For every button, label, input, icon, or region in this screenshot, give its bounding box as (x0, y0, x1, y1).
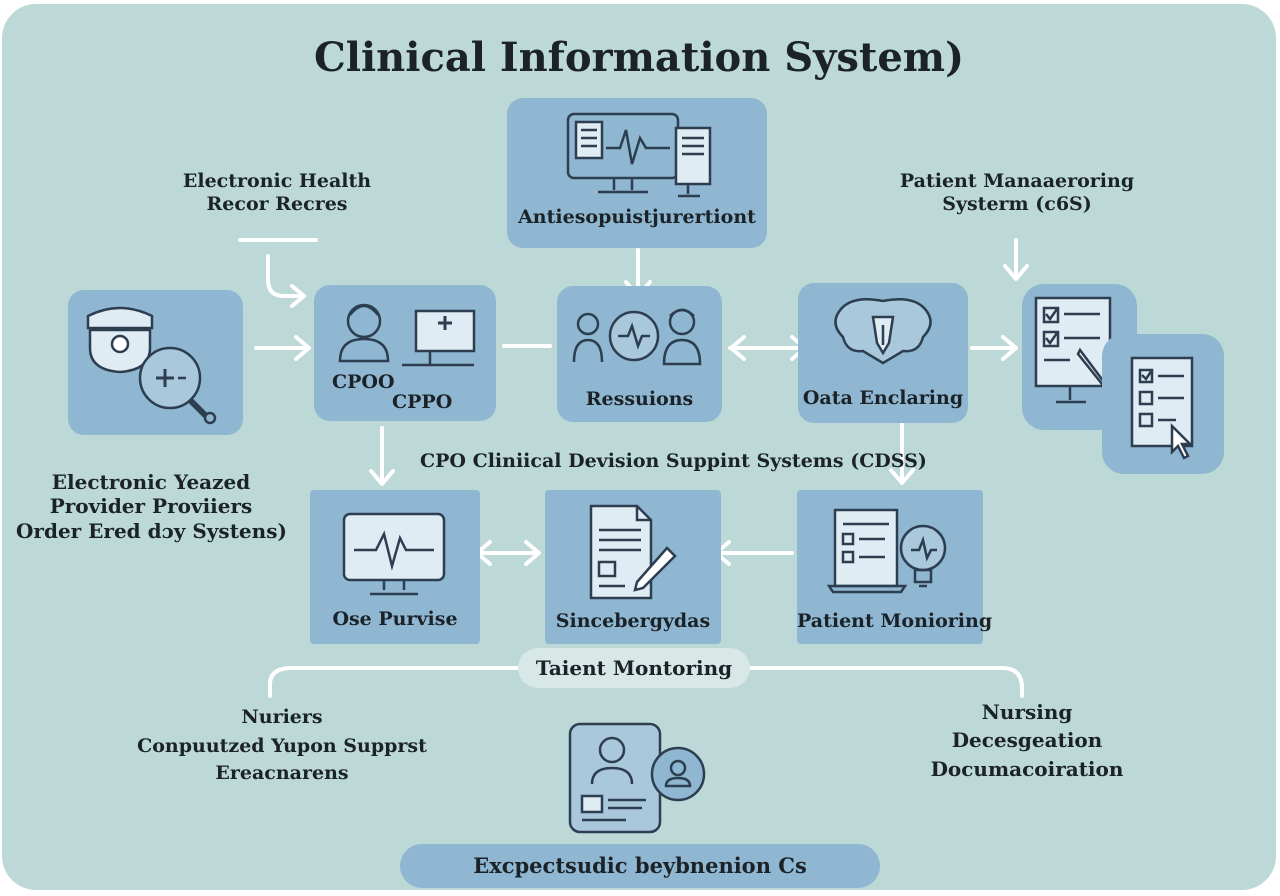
checklist-doc-box (1102, 334, 1224, 474)
ehr-label-line: Recor Recres (206, 193, 348, 216)
pms-label-line: Patient Manaaeroring (899, 170, 1135, 192)
ehr-label: Electronic Health Recor Recres (162, 170, 392, 216)
footer-pill: Excpectsudic beybnenion Cs Entesuation (400, 844, 880, 888)
patient-monioring-box: Patient Monioring (797, 490, 993, 644)
bracket-left (268, 666, 520, 698)
nursing-right-line: Nursing (981, 700, 1073, 724)
arrow-ehr-to-cpoo (266, 254, 304, 298)
nursing-left-label: Nuriers Conpuutzed Yupon Supprst Ereacna… (122, 706, 442, 786)
patient-monioring-label: Patient Monioring (797, 610, 993, 632)
cpoe-label-line: Electronic Yeazed (51, 470, 251, 494)
nursing-right-line: Documacoiration (930, 756, 1124, 781)
nursing-right-label: Nursing Decesgeation Documacoiration (902, 700, 1152, 781)
document-pen-icon (589, 504, 677, 600)
nursing-right-line: Decesgeation (951, 728, 1103, 753)
ressuions-label: Ressuions (585, 388, 694, 410)
sincebergydas-box: Sincebergydas (545, 490, 721, 644)
cdss-label: CPO Cliniical Devision Suppint Systems (… (420, 450, 927, 472)
checklist-monitor-icon (1034, 296, 1112, 404)
cpoo-label-b: CPPO (392, 391, 453, 413)
top-system-box: Antiesopuistjurertiont (507, 98, 767, 248)
cpoe-label-line: Order Ered dɔy Systens) (16, 518, 287, 543)
pms-label: Patient Manaaeroring Systerm (c6S) (892, 170, 1142, 216)
ehr-label-line: Electronic Health (182, 170, 372, 192)
cpoo-label-a: CPOO (332, 371, 395, 393)
nursing-left-line: Nuriers (241, 706, 323, 728)
physician-monitor-icon (338, 303, 476, 367)
checklist-doc-icon (1130, 356, 1194, 460)
diagram-title: Clinical Information System) (313, 34, 965, 81)
data-enclaring-box: Oata Enclaring (798, 283, 968, 423)
patient-id-card-icon (568, 722, 706, 834)
top-box-label: Antiesopuistjurertiont (518, 206, 756, 228)
ose-purvise-box: Ose Purvise (310, 490, 480, 644)
taient-montoring-pill: Taient Montoring (518, 648, 750, 688)
nursing-left-line: Ereacnarens (215, 762, 349, 785)
cpoo-box: CPOO CPPO (314, 285, 496, 421)
brain-pen-icon (834, 298, 932, 365)
bracket-right (748, 666, 1024, 698)
ose-purvise-label: Ose Purvise (332, 608, 458, 630)
data-enclaring-label: Oata Enclaring (802, 387, 964, 409)
sincebergydas-label: Sincebergydas (555, 610, 711, 632)
ressuions-box: Ressuions (557, 286, 722, 422)
cpoe-label: Electronic Yeazed Provider Proviiers Ord… (16, 470, 287, 543)
monitor-ecg-icon (566, 112, 712, 198)
guard-search-icon (86, 306, 217, 425)
ecg-monitor-icon (342, 512, 446, 596)
report-lightbulb-icon (826, 508, 947, 594)
nursing-left-line: Conpuutzed Yupon Supprst (137, 735, 427, 758)
security-search-box (68, 290, 243, 435)
cpoe-label-line: Provider Proviiers (49, 494, 253, 519)
pms-label-line: Systerm (c6S) (942, 193, 1092, 216)
diagram-canvas: Clinical Information System) (2, 4, 1276, 890)
patient-consult-icon (572, 308, 702, 366)
